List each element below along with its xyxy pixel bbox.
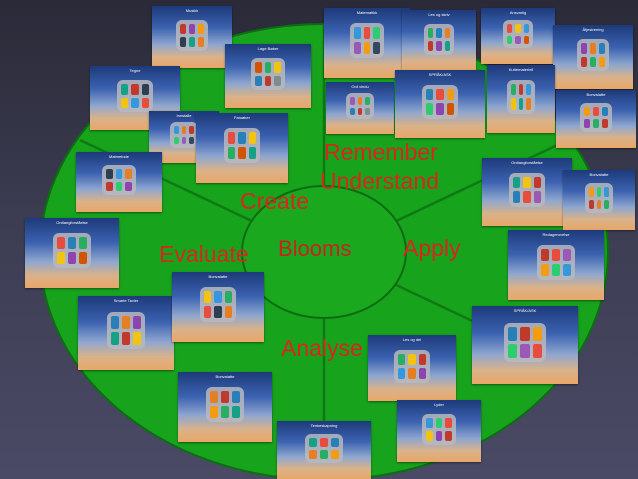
- app-folder-screenshot: Ordlangforståelse: [25, 218, 119, 288]
- app-folder-screenshot: Matematikk: [324, 8, 410, 78]
- app-folder-screenshot: SPRÅK/ASK: [472, 306, 578, 384]
- app-folder-screenshot: Åtjestrening: [553, 25, 633, 89]
- app-folder-screenshot: Lage Bøker: [225, 44, 311, 108]
- app-folder-screenshot: Smarte Tavler: [78, 296, 174, 370]
- app-folder-screenshot: Lyder: [397, 400, 481, 462]
- app-folder-screenshot: Matmetode: [76, 152, 162, 212]
- app-folder-screenshot: Musikk: [152, 6, 232, 68]
- label-apply: Apply: [403, 237, 461, 260]
- app-folder-screenshot: Fatuøker: [196, 113, 288, 183]
- app-folder-screenshot: Kuttemateriell: [487, 65, 555, 133]
- label-remember: Remember: [324, 141, 438, 164]
- app-folder-screenshot: Redagerovelse: [508, 230, 604, 300]
- app-folder-screenshot: Ord vindu: [326, 82, 394, 134]
- label-evaluate: Evaluate: [159, 243, 249, 266]
- center-label: Blooms: [278, 238, 351, 260]
- app-folder-screenshot: Ordlangforståelse: [482, 158, 572, 226]
- label-analyse: Analyse: [281, 337, 363, 360]
- label-create: Create: [240, 190, 309, 213]
- app-folder-screenshot: Les og skriv: [402, 10, 476, 72]
- app-folder-screenshot: Ansvarlig: [481, 8, 555, 64]
- app-folder-screenshot: Les og del: [368, 335, 456, 401]
- app-folder-screenshot: Bonvalatte: [563, 170, 635, 230]
- app-folder-screenshot: Bonvalatte: [172, 272, 264, 342]
- app-folder-screenshot: Bonvalatte: [178, 372, 272, 442]
- app-folder-screenshot: Bonvalatte: [556, 90, 636, 148]
- app-folder-screenshot: SPRÅK/ASK: [395, 70, 485, 138]
- label-understand: Understand: [320, 170, 439, 193]
- app-folder-screenshot: Tenkeskapning: [277, 421, 371, 479]
